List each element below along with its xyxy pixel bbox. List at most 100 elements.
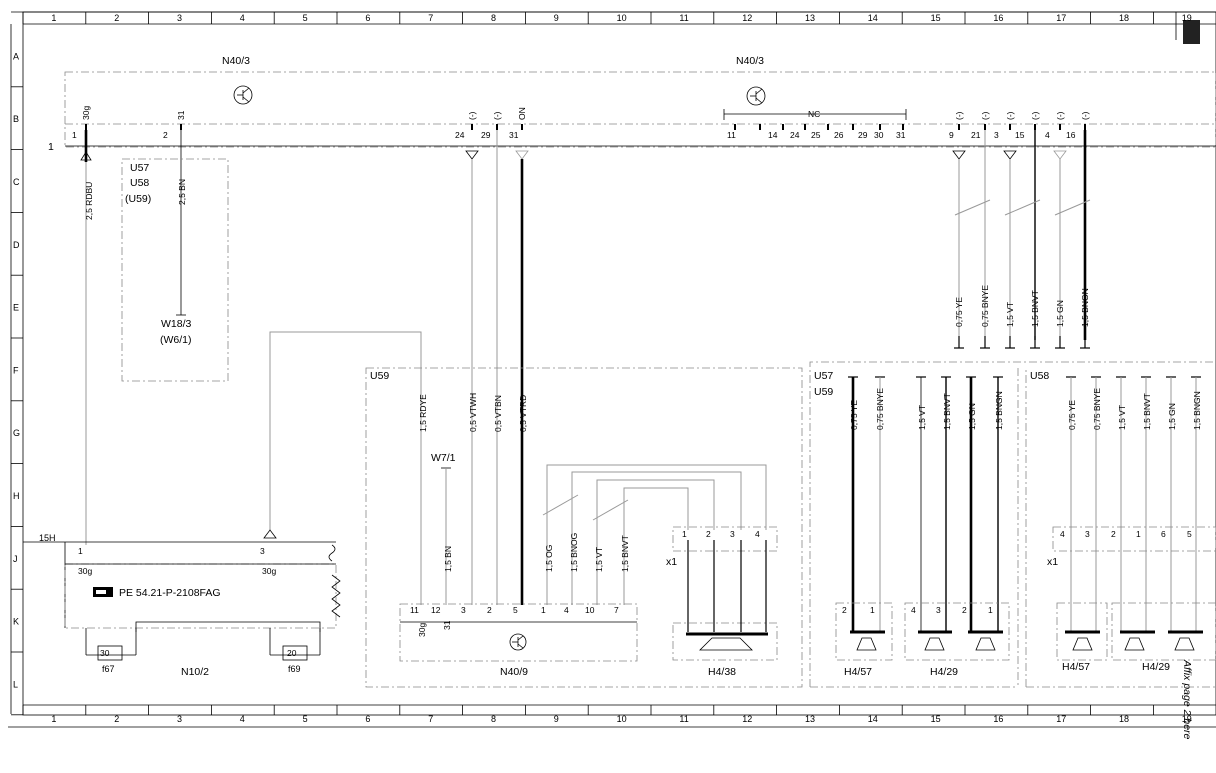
pin-label: 3: [994, 130, 999, 140]
h4-57-pin: 2: [842, 605, 847, 615]
n40-9-pin-sub: 30g: [417, 623, 427, 637]
fuse-f67: [97, 645, 123, 661]
affix-note: Affix page 2 here: [1181, 659, 1193, 740]
label-n40-3-left: N40/3: [222, 55, 250, 67]
column-number-bottom: 18: [1119, 714, 1129, 724]
row-letter: D: [13, 240, 20, 250]
n40-9-pin-sub: 31: [442, 620, 452, 630]
wire-label: 1,5 GN: [1055, 300, 1065, 327]
x1-pin: 1: [682, 529, 687, 539]
label-w6-1: (W6/1): [160, 334, 192, 346]
pin-label: 16: [1066, 130, 1076, 140]
text-layer: 1 N40/3 N40/3 U57 U58 (U59) W18/3 (W6/1)…: [39, 55, 1170, 678]
reference-hand-icon: [93, 587, 113, 597]
label-u58-b: U58: [1030, 370, 1049, 382]
pin-label-top: (-): [1030, 111, 1040, 120]
column-number-bottom: 4: [240, 714, 245, 724]
fuse-20-label: 20: [287, 648, 297, 658]
column-number-bottom: 19: [1182, 714, 1192, 724]
h4-29-pin: 1: [988, 605, 993, 615]
label-x1-left: x1: [666, 556, 677, 568]
n10-2-pin-sub: 30g: [262, 566, 276, 576]
wire-label: 0,75 BNYE: [1092, 388, 1102, 430]
wire-label: 2,5 BN: [177, 179, 187, 205]
label-u57-b: U57: [814, 370, 833, 382]
pin-label: 30: [874, 130, 884, 140]
h4-29-pin: 2: [962, 605, 967, 615]
n40-9-box: [399, 603, 638, 662]
column-number-top: 11: [679, 13, 688, 23]
column-number-bottom: 12: [742, 714, 752, 724]
column-number-bottom: 2: [114, 714, 119, 724]
label-h4-29-b: H4/29: [1142, 661, 1170, 673]
x1-pin: 3: [730, 529, 735, 539]
wire-label: 1,5 VT: [1005, 302, 1015, 327]
row-letter: L: [13, 679, 18, 689]
column-number-top: 9: [554, 13, 559, 23]
column-number-top: 16: [993, 13, 1003, 23]
column-number-bottom: 13: [805, 714, 815, 724]
x1-pin: 5: [1187, 529, 1192, 539]
column-number-top: 18: [1119, 13, 1129, 23]
wire-label: 0,75 BNYE: [875, 388, 885, 430]
n40-9-pin: 12: [431, 605, 441, 615]
wire-label: 0,75 YE: [1067, 400, 1077, 430]
x1-pin: 3: [1085, 529, 1090, 539]
row-letter: E: [13, 303, 19, 313]
label-15h: 15H: [39, 533, 56, 543]
label-w7-1: W7/1: [431, 452, 456, 464]
column-number-bottom: 8: [491, 714, 496, 724]
pin-label: 24: [790, 130, 800, 140]
label-h4-38: H4/38: [708, 666, 736, 678]
wire-label: 1,5 VT: [917, 405, 927, 430]
row-letter: J: [13, 554, 18, 564]
column-number-bottom: 11: [679, 714, 688, 724]
diagram-frame: [8, 11, 1216, 728]
column-number-bottom: 7: [428, 714, 433, 724]
wire-label: 1,5 BNVT: [942, 393, 952, 430]
pin-label-top: (-): [467, 111, 477, 120]
n40-9-pin: 3: [461, 605, 466, 615]
x1-pin: 4: [755, 529, 760, 539]
u59-box: [365, 367, 803, 688]
wire-label: 0,75 YE: [954, 297, 964, 327]
n10-2-pin: 3: [260, 546, 265, 556]
n10-2-pin: 1: [78, 546, 83, 556]
pin-label-top: 30g: [81, 106, 91, 120]
wire-label: 1,5 VT: [594, 547, 604, 572]
row-letter: G: [13, 428, 20, 438]
pin-label-top: 31: [176, 110, 186, 120]
label-h4-57-a: H4/57: [844, 666, 872, 678]
label-n40-3-right: N40/3: [736, 55, 764, 67]
wire-label: 0,5 VTBN: [493, 395, 503, 432]
row-letter: B: [13, 114, 19, 124]
wire-label: 1,5 OG: [544, 545, 554, 572]
pin-label-top: (-): [1080, 111, 1090, 120]
column-number-top: 13: [805, 13, 815, 23]
pin-label: 14: [768, 130, 778, 140]
x1-pin: 6: [1161, 529, 1166, 539]
column-number-top: 12: [742, 13, 752, 23]
pin-label: 24: [455, 130, 465, 140]
column-number-top: 3: [177, 13, 182, 23]
pin-label: 21: [971, 130, 981, 140]
n40-9-pin: 7: [614, 605, 619, 615]
wire-label: 0,75 BNYE: [980, 285, 990, 327]
pin-label-top: ON: [517, 107, 527, 120]
wire-label: 1,5 BNVT: [1030, 290, 1040, 327]
svg-text:Affix page 2 here: Affix page 2 here: [1181, 659, 1193, 740]
wire-label: 1,5 BNVT: [1142, 393, 1152, 430]
pin-label-top: (-): [1005, 111, 1015, 120]
row-letter: F: [13, 365, 19, 375]
n40-9-pin: 5: [513, 605, 518, 615]
column-number-top: 15: [931, 13, 941, 23]
h4-29-pin: 4: [911, 605, 916, 615]
pin-label: 26: [834, 130, 844, 140]
label-h4-57-b: H4/57: [1062, 661, 1090, 673]
line-marker: 1: [48, 141, 54, 153]
n40-3-module-outline: [64, 71, 1216, 148]
x1-pin: 2: [1111, 529, 1116, 539]
row-letter: C: [13, 177, 20, 187]
